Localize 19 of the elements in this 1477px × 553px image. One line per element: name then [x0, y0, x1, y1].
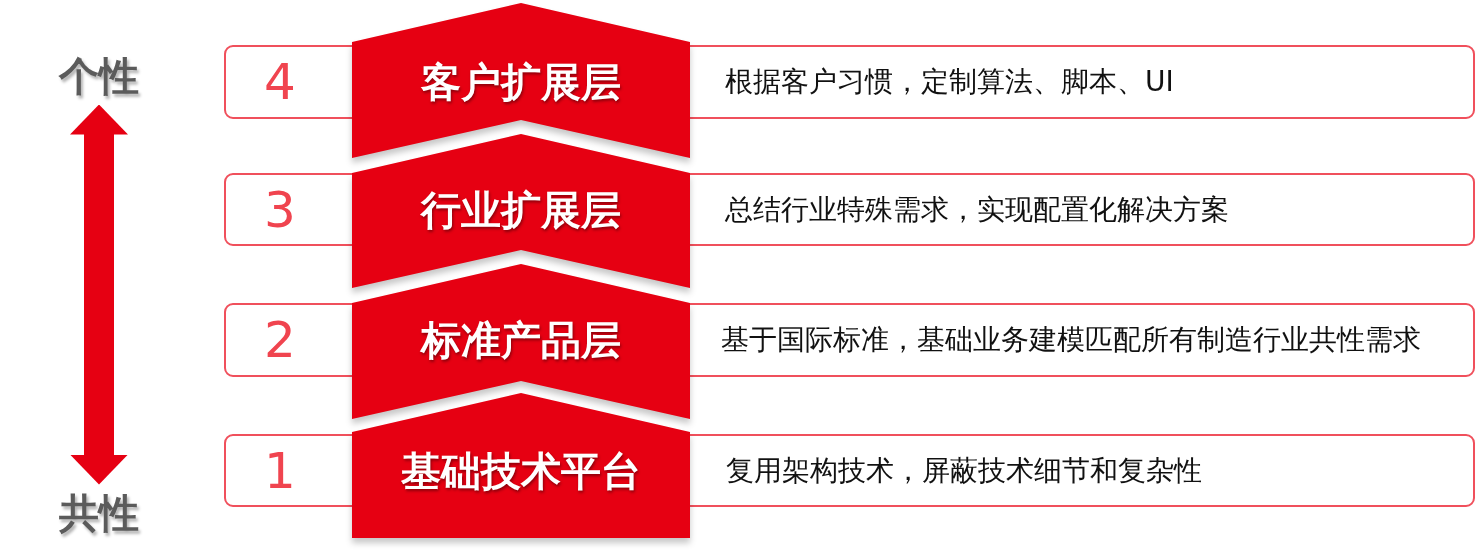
layer-title: 行业扩展层: [419, 186, 622, 235]
layer-title: 基础技术平台: [400, 447, 642, 496]
layer-description: 总结行业特殊需求，实现配置化解决方案: [725, 191, 1229, 228]
scale-end-label: 个性: [57, 54, 141, 98]
layer-title: 客户扩展层: [420, 58, 622, 107]
chevron-layer-block: [352, 264, 690, 419]
chevron-layer-block: [352, 3, 690, 158]
layer-title: 标准产品层: [419, 316, 622, 365]
base-layer-block: [352, 393, 690, 538]
chevron-layer-block: [352, 134, 690, 288]
layer-number: 1: [263, 440, 297, 501]
layer-description: 根据客户习惯，定制算法、脚本、UI: [725, 64, 1174, 100]
layer-description: 基于国际标准，基础业务建模匹配所有制造行业共性需求: [721, 322, 1421, 358]
layer-number: 3: [263, 179, 297, 240]
double-headed-arrow: [70, 104, 128, 485]
scale-end-label: 共性: [57, 491, 141, 535]
layer-number: 2: [263, 310, 297, 370]
layer-description: 复用架构技术，屏蔽技术细节和复杂性: [726, 452, 1202, 489]
layer-number: 4: [263, 52, 297, 112]
